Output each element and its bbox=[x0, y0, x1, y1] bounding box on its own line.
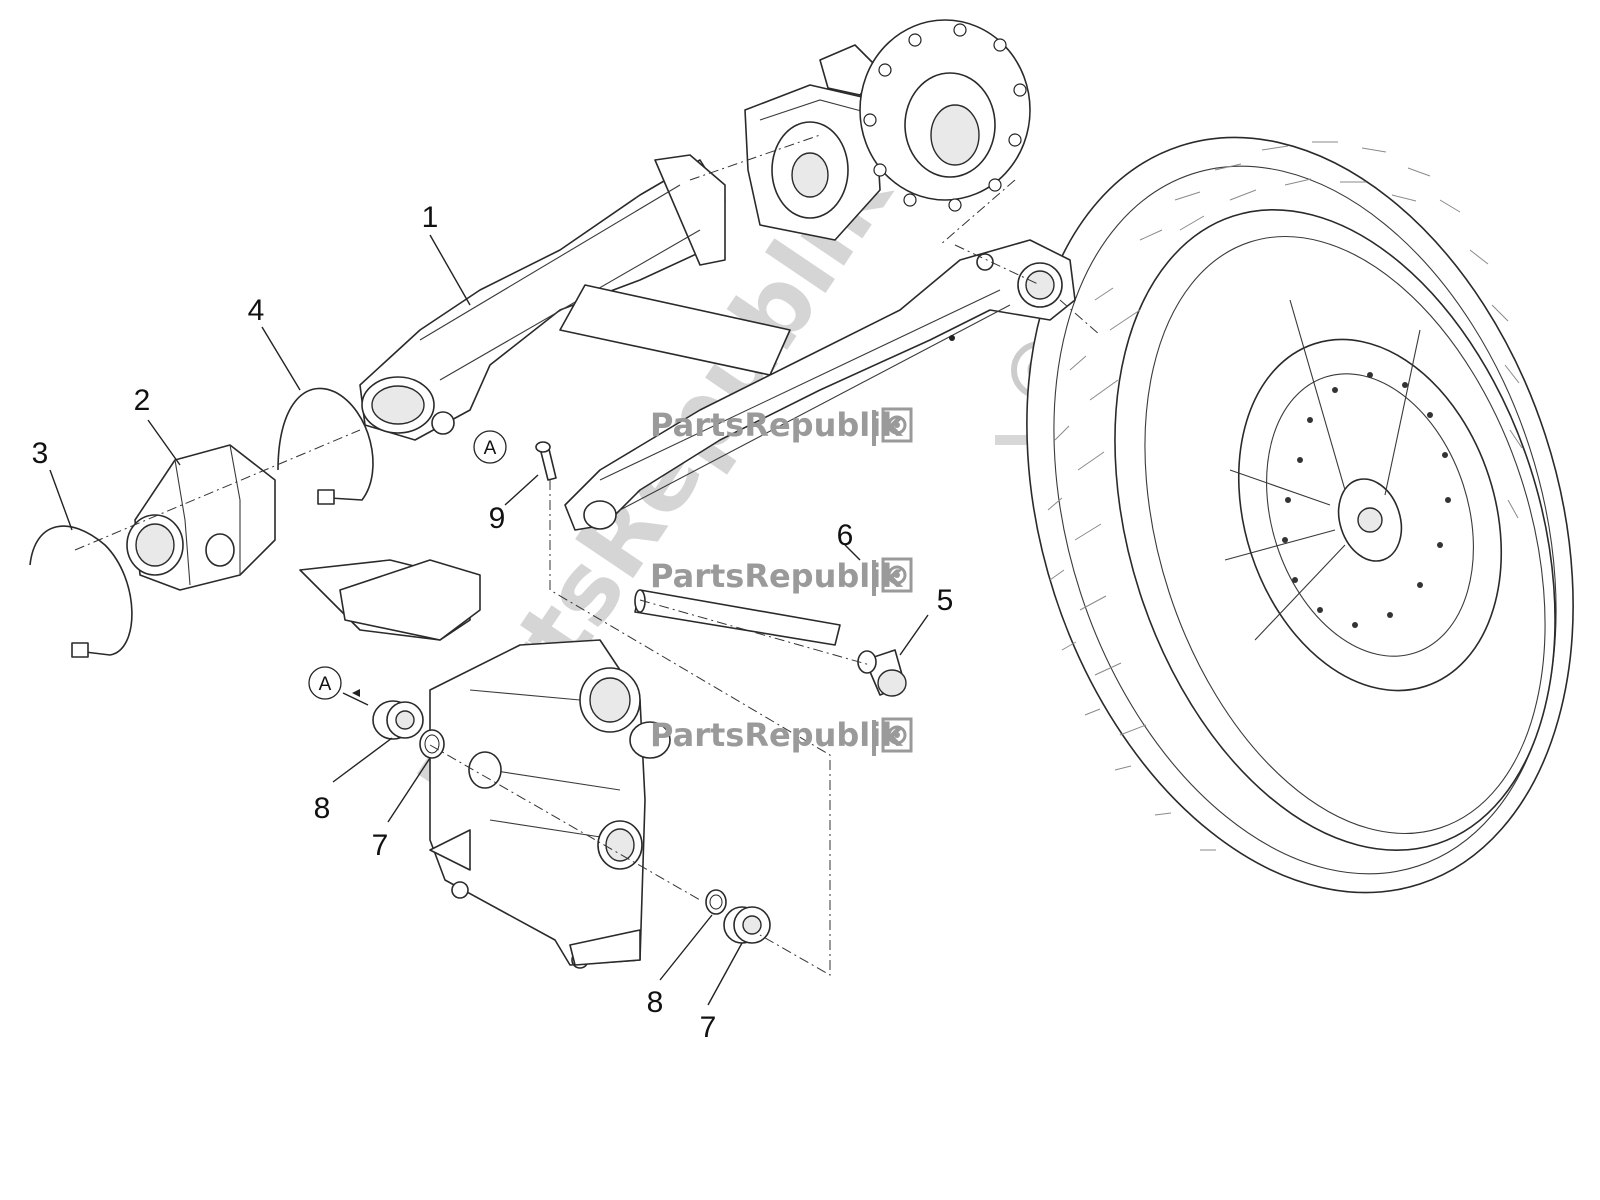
callout-6: 6 bbox=[837, 519, 854, 552]
reference-mark-a-lower: A bbox=[308, 666, 342, 700]
reference-mark-a-upper: A bbox=[473, 430, 507, 464]
callout-7-lower: 7 bbox=[700, 1011, 717, 1044]
watermark-label-2: PartsRepublik bbox=[650, 557, 913, 596]
callout-1: 1 bbox=[422, 201, 439, 234]
final-drive-housing bbox=[744, 19, 1031, 241]
callout-8-lower: 8 bbox=[647, 986, 664, 1019]
seal-lower bbox=[705, 889, 727, 915]
callout-4: 4 bbox=[248, 294, 265, 327]
callouts: 1 2 3 4 5 6 7 7 8 8 9 bbox=[32, 201, 954, 1044]
callout-2: 2 bbox=[134, 384, 151, 417]
rear-wheel bbox=[1026, 136, 1574, 894]
callout-3: 3 bbox=[32, 437, 49, 470]
gear-icon bbox=[881, 557, 913, 593]
gear-icon bbox=[881, 407, 913, 443]
rubber-boot bbox=[126, 444, 276, 591]
callout-9: 9 bbox=[489, 502, 506, 535]
svg-text:A: A bbox=[319, 674, 332, 695]
leader-lines bbox=[49, 234, 929, 1006]
boot-clamp-large bbox=[277, 387, 374, 505]
bearing-upper bbox=[372, 700, 424, 740]
brake-disc bbox=[1237, 338, 1503, 692]
frame-pivot-plate bbox=[299, 559, 671, 969]
watermark-label-1: PartsRepublik bbox=[650, 406, 913, 446]
assembly-centerlines bbox=[74, 134, 1101, 976]
svg-text:PartsRepublik: PartsRepublik bbox=[650, 406, 903, 444]
watermark-label-3: PartsRepublik bbox=[650, 716, 913, 756]
callout-5: 5 bbox=[937, 584, 954, 617]
callout-7-upper: 7 bbox=[372, 829, 389, 862]
pivot-pin bbox=[634, 589, 841, 646]
seal-upper bbox=[419, 729, 445, 759]
svg-text:PartsRepublik: PartsRepublik bbox=[650, 716, 903, 754]
clamp-bolt bbox=[535, 441, 557, 481]
swingarm bbox=[359, 154, 1076, 531]
tyre-tread bbox=[1047, 141, 1523, 851]
pivot-bushing bbox=[857, 649, 907, 697]
callout-8-upper: 8 bbox=[314, 792, 331, 825]
boot-clamp-small bbox=[29, 525, 133, 658]
bearing-lower bbox=[723, 906, 771, 944]
svg-text:A: A bbox=[484, 438, 497, 459]
svg-text:PartsRepublik: PartsRepublik bbox=[650, 557, 903, 595]
gear-icon bbox=[881, 717, 913, 753]
